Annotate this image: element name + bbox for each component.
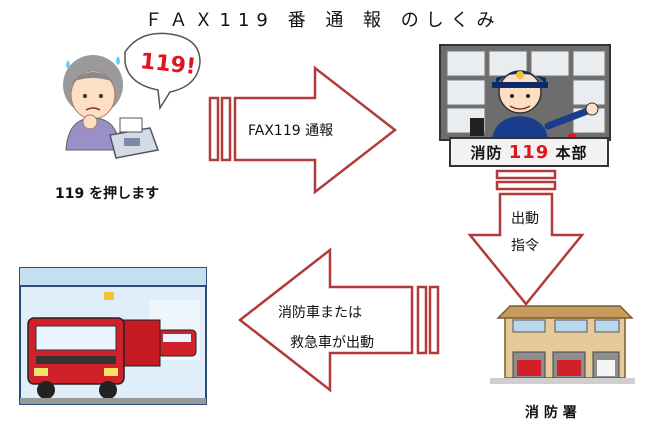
hq-sign-prefix: 消防 xyxy=(470,144,503,162)
truck-arrow-label-line2: 救急車が出動 xyxy=(290,335,374,351)
fax-arrow xyxy=(208,65,398,195)
hq-sign: 消防 119 本部 xyxy=(450,142,608,163)
truck-arrow xyxy=(237,247,440,393)
dispatch-arrow xyxy=(467,169,585,306)
fire-hq-illustration xyxy=(439,44,611,167)
truck-arrow-label-line1: 消防車または xyxy=(278,305,362,321)
hq-sign-number: 119 xyxy=(508,142,550,163)
fax-arrow-label: FAX119 通報 xyxy=(248,123,334,139)
dispatch-arrow-label-line2: 指令 xyxy=(511,238,539,254)
fire-truck-illustration xyxy=(19,267,207,405)
diagram-title: ＦＡＸ119 番 通 報 のしくみ xyxy=(144,10,502,31)
station-caption: 消 防 署 xyxy=(525,405,577,421)
person-caption: 119 を押します xyxy=(55,186,160,202)
dispatch-arrow-label-line1: 出動 xyxy=(511,211,539,227)
fire-station-illustration xyxy=(490,305,635,384)
hq-sign-suffix: 本部 xyxy=(555,144,588,162)
elderly-person-illustration xyxy=(63,32,201,159)
